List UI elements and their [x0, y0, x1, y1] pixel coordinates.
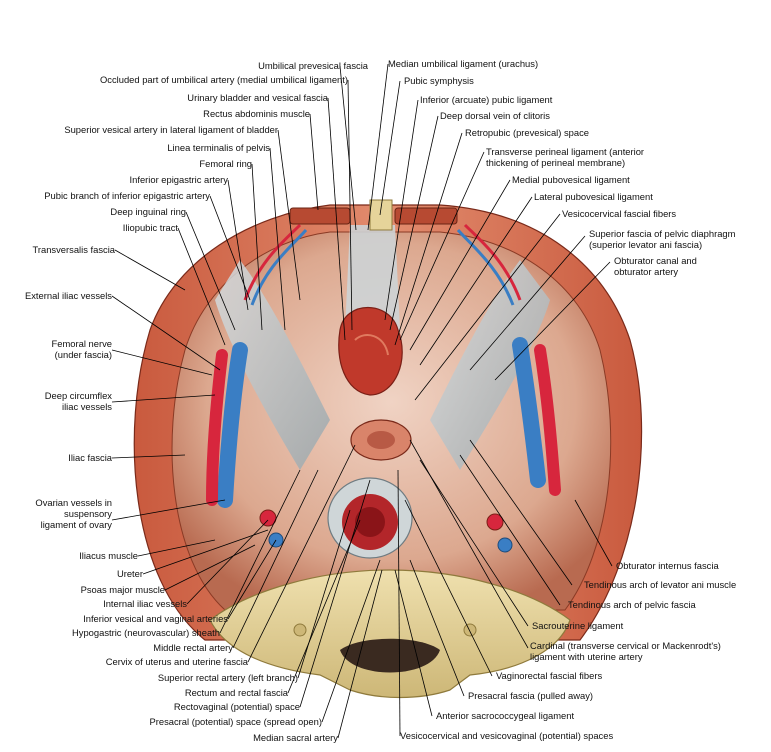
label-pubic-branch-epigastric: Pubic branch of inferior epigastric arte… [44, 190, 210, 201]
label-linea-terminalis: Linea terminalis of pelvis [167, 142, 270, 153]
label-anterior-sacrococcygeal-ligament: Anterior sacrococcygeal ligament [436, 710, 575, 721]
label-transverse-perineal-ligament: Transverse perineal ligament (anterior t… [486, 146, 645, 168]
label-iliacus-muscle: Iliacus muscle [79, 550, 138, 561]
label-deep-dorsal-vein: Deep dorsal vein of clitoris [440, 110, 550, 121]
label-umbilical-prevesical-fascia: Umbilical prevesical fascia [258, 60, 368, 71]
pubic-symphysis [369, 199, 393, 231]
label-lateral-pubovesical-ligament: Lateral pubovesical ligament [534, 191, 653, 202]
label-inferior-pubic-ligament: Inferior (arcuate) pubic ligament [420, 94, 553, 105]
label-vesicocervical-vesicovaginal-spaces: Vesicocervical and vesicovaginal (potent… [400, 730, 614, 741]
left-external-iliac-artery [206, 349, 228, 506]
label-urinary-bladder: Urinary bladder and vesical fascia [187, 92, 328, 103]
label-psoas-major: Psoas major muscle [80, 584, 165, 595]
label-rectovaginal-space: Rectovaginal (potential) space [173, 701, 300, 712]
label-median-umbilical-ligament: Median umbilical ligament (urachus) [388, 58, 539, 69]
label-tendinous-arch-levator-ani: Tendinous arch of levator ani muscle [584, 579, 737, 590]
label-rectus-abdominis: Rectus abdominis muscle [203, 108, 310, 119]
label-obturator-internus-fascia: Obturator internus fascia [616, 560, 719, 571]
label-hypogastric-sheath: Hypogastric (neurovascular) sheath [72, 627, 220, 638]
label-rectum-rectal-fascia: Rectum and rectal fascia [184, 687, 288, 698]
label-iliopubic-tract: Iliopubic tract [122, 222, 178, 233]
label-superior-fascia-pelvic-diaphragm: Superior fascia of pelvic diaphragm (sup… [589, 228, 736, 250]
label-superior-rectal-artery: Superior rectal artery (left branch) [157, 672, 298, 683]
rectus-left [289, 207, 351, 225]
label-pubic-symphysis: Pubic symphysis [404, 75, 474, 86]
left-fascia-sheet [215, 260, 330, 470]
label-ureter: Ureter [116, 568, 143, 579]
label-deep-circumflex-iliac: Deep circumflex iliac vessels [44, 390, 112, 412]
label-iliac-fascia: Iliac fascia [68, 452, 112, 463]
label-vesicocervical-fibers: Vesicocervical fascial fibers [562, 208, 677, 219]
label-external-iliac-vessels: External iliac vessels [24, 290, 112, 301]
label-presacral-fascia: Presacral fascia (pulled away) [468, 690, 594, 701]
label-vaginorectal-fibers: Vaginorectal fascial fibers [496, 670, 603, 681]
label-femoral-nerve: Femoral nerve (under fascia) [51, 338, 112, 360]
label-transversalis-fascia: Transversalis fascia [32, 244, 116, 255]
label-superior-vesical-artery: Superior vesical artery in lateral ligam… [64, 124, 278, 135]
label-inferior-vesical-vaginal-arteries: Inferior vesical and vaginal arteries [83, 613, 228, 624]
rectus-right [394, 207, 458, 225]
label-presacral-space: Presacral (potential) space (spread open… [149, 716, 323, 727]
label-cardinal-ligament: Cardinal (transverse cervical or Mackenr… [530, 640, 721, 662]
label-deep-inguinal-ring: Deep inguinal ring [110, 206, 186, 217]
label-obturator-canal: Obturator canal and obturator artery [614, 255, 697, 277]
label-internal-iliac-vessels: Internal iliac vessels [103, 598, 187, 609]
label-tendinous-arch-pelvic-fascia: Tendinous arch of pelvic fascia [568, 599, 696, 610]
label-sacrouterine-ligament: Sacrouterine ligament [532, 620, 624, 631]
label-medial-umbilical-ligament: Occluded part of umbilical artery (media… [99, 74, 348, 85]
label-middle-rectal-artery: Middle rectal artery [153, 642, 233, 653]
label-inferior-epigastric-artery: Inferior epigastric artery [129, 174, 228, 185]
label-ovarian-vessels: Ovarian vessels in suspensory ligament o… [35, 497, 112, 530]
label-retropubic-space: Retropubic (prevesical) space [465, 127, 590, 138]
label-cervix-uterine-fascia: Cervix of uterus and uterine fascia [105, 656, 248, 667]
label-femoral-ring: Femoral ring [199, 158, 252, 169]
urinary-bladder [338, 307, 403, 396]
label-medial-pubovesical-ligament: Medial pubovesical ligament [512, 174, 630, 185]
label-median-sacral-artery: Median sacral artery [253, 732, 338, 743]
